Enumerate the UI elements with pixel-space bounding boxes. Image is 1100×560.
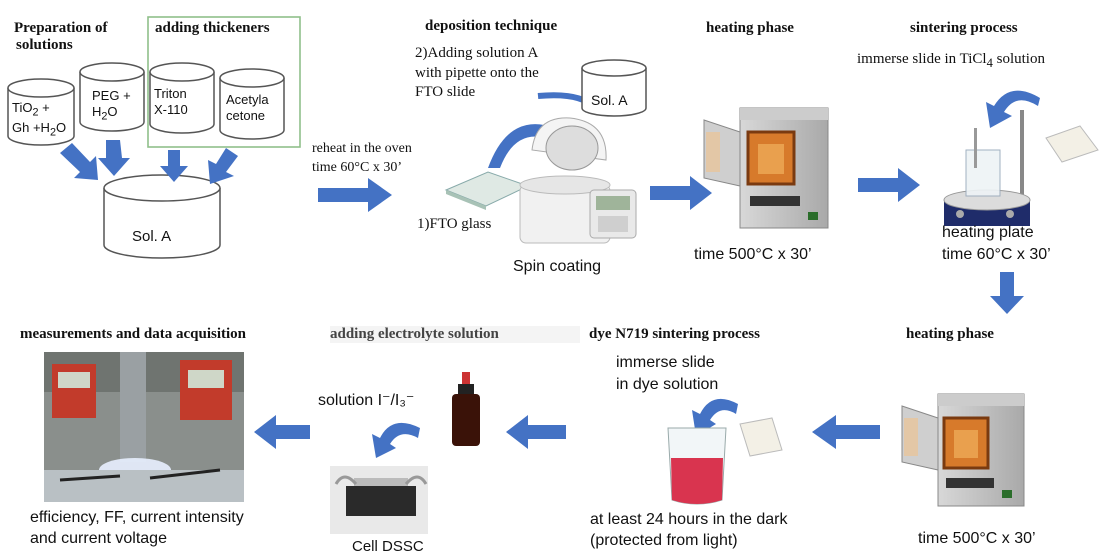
dye-title: dye N719 sintering process bbox=[589, 326, 760, 342]
heating-2-time-label: time 500°C x 30’ bbox=[918, 530, 1036, 547]
solution-i-label: solution I⁻/I₃⁻ bbox=[318, 392, 415, 409]
slide-icon-ticl4 bbox=[1045, 125, 1099, 163]
arrow-icon bbox=[160, 150, 188, 182]
reheat-label: reheat in the oven time 60°C x 30’ bbox=[312, 141, 412, 175]
right-arrow-icon bbox=[858, 168, 920, 202]
preparation-title: Preparation of solutions bbox=[14, 20, 108, 53]
step2-label: 2)Adding solution A with pipette onto th… bbox=[415, 45, 539, 100]
sol-a-small-label: Sol. A bbox=[591, 92, 628, 108]
dye-beaker-image bbox=[667, 427, 727, 505]
cylinder-tio2-label: TiO2 + Gh +H2O bbox=[12, 100, 67, 139]
electrolyte-bottle-image bbox=[452, 372, 480, 446]
cylinder-triton bbox=[149, 62, 215, 134]
heating-phase-title: heating phase bbox=[706, 20, 794, 36]
spin-coater-image bbox=[519, 117, 637, 244]
heating-phase-2-title: heating phase bbox=[906, 326, 994, 342]
right-arrow-icon bbox=[318, 178, 392, 212]
spin-coating-label: Spin coating bbox=[513, 258, 602, 275]
measurement-setup-image bbox=[44, 352, 244, 502]
sol-a-label: Sol. A bbox=[132, 228, 172, 245]
cylinder-tio2 bbox=[7, 78, 75, 146]
down-arrows-to-sol-a bbox=[60, 140, 238, 184]
left-arrow-icon bbox=[506, 415, 566, 449]
dssc-cell-image bbox=[330, 466, 428, 534]
immerse-dye-label: immerse slide in dye solution bbox=[616, 354, 719, 393]
cell-dssc-label: Cell DSSC bbox=[352, 538, 424, 555]
thickeners-title: adding thickeners bbox=[155, 20, 270, 36]
furnace-image-2 bbox=[901, 393, 1025, 507]
cylinder-sol-a bbox=[103, 174, 221, 259]
electrolyte-title: adding electrolyte solution bbox=[330, 326, 580, 343]
right-arrow-icon bbox=[650, 176, 712, 210]
arrow-icon bbox=[60, 143, 98, 180]
measurements-title: measurements and data acquisition bbox=[20, 326, 246, 342]
fto-glass-image bbox=[444, 171, 530, 210]
measurements-label: efficiency, FF, current intensity and cu… bbox=[30, 509, 244, 547]
deposition-title: deposition technique bbox=[425, 18, 558, 34]
sintering-title: sintering process bbox=[910, 20, 1018, 36]
cylinder-triton-label: Triton X-110 bbox=[154, 86, 188, 117]
left-arrow-icon bbox=[254, 415, 310, 449]
hot-plate-image bbox=[943, 110, 1031, 226]
curved-arrow-electrolyte bbox=[372, 422, 420, 458]
arrow-icon bbox=[98, 140, 130, 176]
slide-icon-dye bbox=[739, 417, 783, 457]
dark-label: at least 24 hours in the dark (protected… bbox=[590, 511, 788, 549]
thickeners-box bbox=[147, 16, 301, 148]
cylinder-acetylacetone bbox=[219, 68, 285, 140]
cylinder-peg-label: PEG + H2O bbox=[92, 88, 131, 123]
arrow-icon bbox=[208, 148, 238, 184]
down-arrow-icon bbox=[990, 272, 1024, 314]
step1-label: 1)FTO glass bbox=[417, 216, 492, 232]
left-arrow-icon bbox=[812, 415, 880, 449]
curved-arrow-ticl4 bbox=[986, 90, 1040, 128]
heating-plate-label: heating plate time 60°C x 30’ bbox=[942, 224, 1051, 263]
cylinder-peg bbox=[79, 62, 145, 132]
heating-time-label: time 500°C x 30’ bbox=[694, 246, 812, 263]
curved-arrow-dye bbox=[692, 398, 738, 436]
immerse-ticl4-label: immerse slide in TiCl4 solution bbox=[857, 51, 1045, 70]
furnace-image-1 bbox=[703, 107, 829, 229]
cylinder-sol-a-small bbox=[581, 59, 647, 117]
cylinder-acetyl-label: Acetyla cetone bbox=[226, 92, 269, 123]
